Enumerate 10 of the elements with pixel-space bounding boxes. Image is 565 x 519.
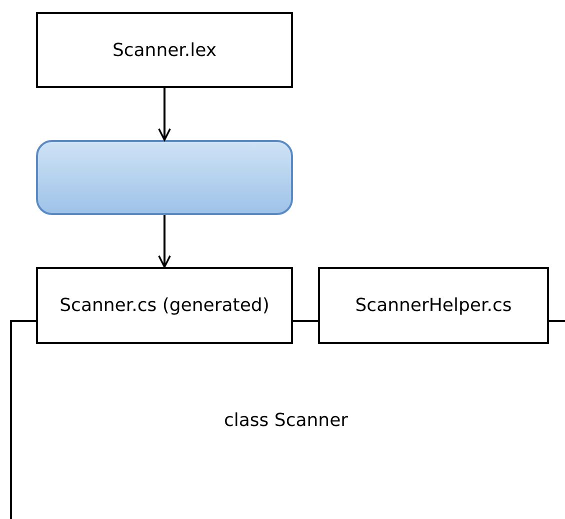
box-label: Scanner.lex: [112, 38, 217, 62]
file-box: [36, 267, 293, 344]
process-box: [36, 140, 293, 215]
arrow: [158, 88, 171, 141]
file-box: [36, 12, 293, 88]
box-label: Scanner.cs (generated): [60, 294, 270, 318]
file-box: [318, 267, 549, 344]
box-label: ScannerHelper.cs: [355, 294, 512, 318]
class-label: class Scanner: [224, 409, 348, 433]
arrow: [158, 215, 171, 268]
